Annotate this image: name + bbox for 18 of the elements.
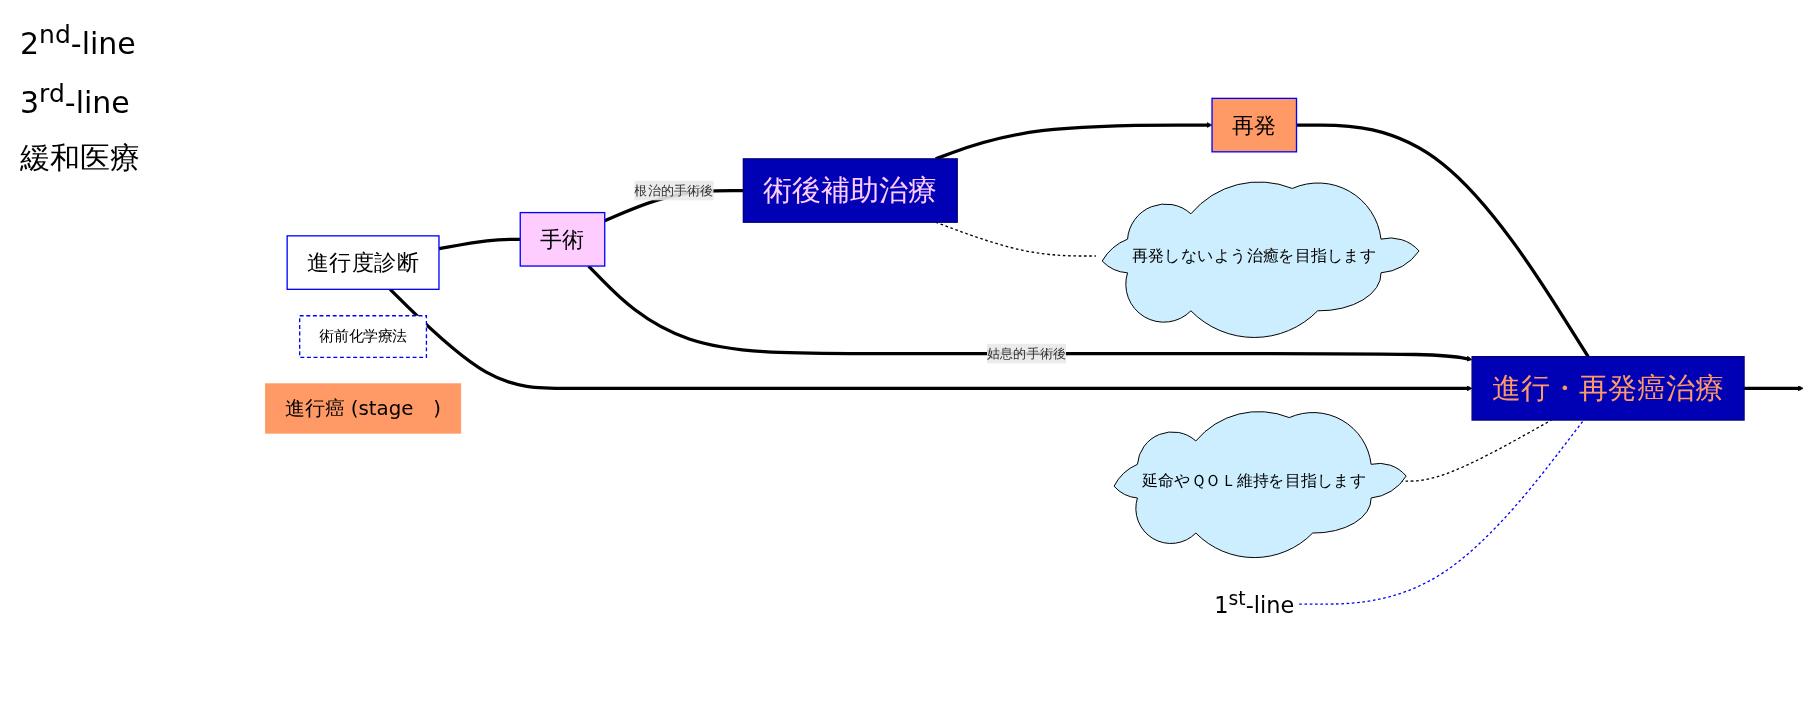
node-box: 手術 <box>519 211 606 267</box>
node-box: 進行・再発癌治療 <box>1471 356 1745 421</box>
arrow <box>1744 385 1804 392</box>
node-box: 再発 <box>1211 97 1298 153</box>
connector <box>1298 419 1585 605</box>
note-label: 緩和医療 <box>20 139 141 177</box>
edge-label: 根治的手術後 <box>634 182 714 199</box>
note-label: 3$^{rd}$-line <box>20 79 131 120</box>
note-label: 2$^{nd}$-line <box>20 20 137 61</box>
connector <box>438 237 521 251</box>
connector <box>1296 123 1590 358</box>
node-box: 進行度診断 <box>286 235 440 290</box>
node-text: 1$^{st}$-line <box>1214 588 1295 619</box>
arrow <box>389 288 1473 392</box>
node-box: 術後補助治療 <box>742 158 958 223</box>
edge-label: 姑息的手術後 <box>986 345 1067 362</box>
node-box: 術前化学療法 <box>299 315 428 358</box>
node-box: 進行癌 (stage ) <box>264 383 462 434</box>
